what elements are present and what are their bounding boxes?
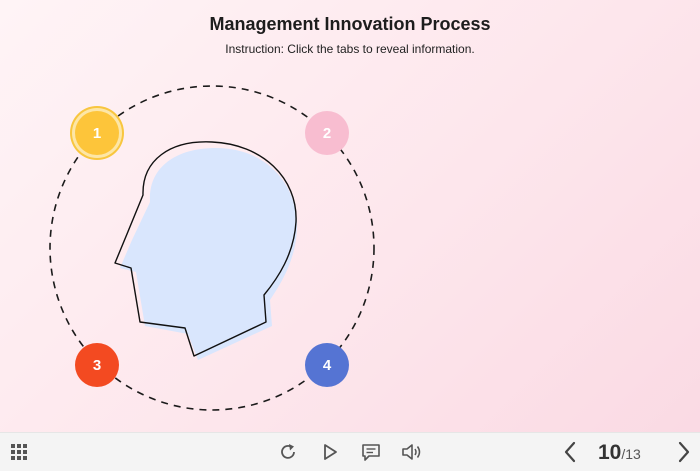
volume-icon (402, 444, 421, 460)
diagram-stage: 1 2 3 4 (49, 85, 375, 411)
tab-2[interactable]: 2 (305, 111, 349, 155)
tab-2-label: 2 (322, 124, 332, 142)
tab-3-label: 3 (92, 356, 102, 374)
tab-1[interactable]: 1 (75, 111, 119, 155)
prev-slide-button[interactable] (558, 433, 582, 471)
slide-counter-separator: / (621, 446, 626, 462)
total-slides-number: 13 (625, 446, 641, 462)
prev-icon (564, 441, 576, 463)
play-button[interactable] (318, 433, 342, 471)
orbit-dashed-circle (49, 85, 375, 411)
tab-1-label: 1 (92, 124, 102, 142)
current-slide-number: 10 (598, 441, 622, 464)
play-icon (324, 444, 337, 460)
head-profile-icon (114, 141, 298, 360)
diagram-graphics (49, 85, 375, 411)
volume-button[interactable] (400, 433, 424, 471)
tab-3[interactable]: 3 (75, 343, 119, 387)
grid-menu-button[interactable] (8, 433, 30, 471)
replay-button[interactable] (276, 433, 300, 471)
tab-4[interactable]: 4 (305, 343, 349, 387)
comments-button[interactable] (359, 433, 383, 471)
page-title: Management Innovation Process (209, 14, 491, 34)
chat-icon (362, 444, 380, 461)
player-toolbar: 10/13 (0, 432, 700, 471)
next-icon (678, 441, 690, 463)
instruction-text: Instruction: Click the tabs to reveal in… (225, 42, 475, 56)
grid-menu-icon (11, 444, 27, 460)
slide-counter: 10/13 (598, 433, 641, 471)
tab-4-label: 4 (322, 356, 332, 374)
replay-icon (281, 444, 295, 459)
next-slide-button[interactable] (672, 433, 696, 471)
